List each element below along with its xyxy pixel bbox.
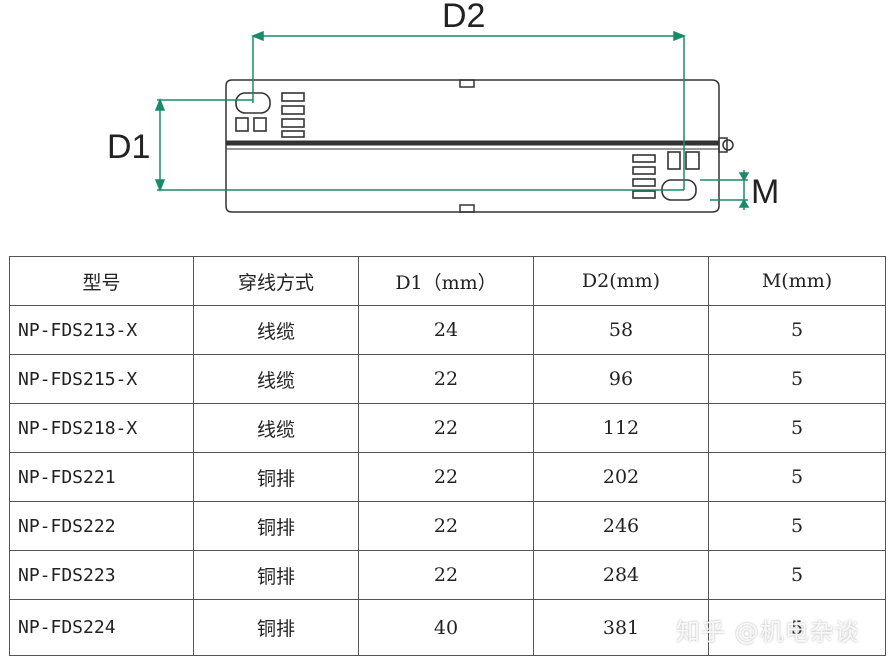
cell-d1: 24: [358, 305, 534, 355]
table-row: NP-FDS221 铜排 22 202 5: [9, 452, 886, 502]
header-wiring-method: 穿线方式: [193, 256, 359, 306]
cell-model: NP-FDS221: [9, 452, 194, 502]
cell-model: NP-FDS224: [9, 599, 194, 656]
spec-table: 型号 穿线方式 D1（mm） D2(mm) M(mm) NP-FDS213-X …: [9, 256, 886, 656]
cell-d2: 246: [533, 501, 709, 551]
cell-d1: 22: [358, 354, 534, 404]
cell-d1: 22: [358, 501, 534, 551]
m-label: M: [751, 173, 779, 211]
cell-m: 5: [708, 452, 886, 502]
cell-d1: 22: [358, 550, 534, 600]
cell-d2: 112: [533, 403, 709, 453]
watermark: 知乎 @机电杂谈: [676, 618, 860, 646]
cell-d2: 96: [533, 354, 709, 404]
cell-wiring-method: 线缆: [193, 354, 359, 404]
d1-label: D1: [107, 128, 150, 166]
header-model: 型号: [9, 256, 194, 306]
dimension-m: [700, 170, 750, 210]
cell-d2: 381: [533, 599, 709, 656]
d2-label: D2: [442, 0, 485, 35]
table-row: NP-FDS224 铜排 40 381 5: [9, 599, 886, 656]
table-row: NP-FDS215-X 线缆 22 96 5: [9, 354, 886, 404]
cell-m: 5: [708, 501, 886, 551]
cell-wiring-method: 铜排: [193, 452, 359, 502]
cell-m: 5: [708, 599, 886, 656]
cell-model: NP-FDS215-X: [9, 354, 194, 404]
table-row: NP-FDS223 铜排 22 284 5: [9, 550, 886, 600]
header-m: M(mm): [708, 256, 886, 306]
cell-model: NP-FDS218-X: [9, 403, 194, 453]
cell-d1: 40: [358, 599, 534, 656]
dimension-d1: [154, 97, 684, 193]
header-d2: D2(mm): [533, 256, 709, 306]
cell-wiring-method: 铜排: [193, 501, 359, 551]
cell-m: 5: [708, 550, 886, 600]
cell-m: 5: [708, 305, 886, 355]
cell-m: 5: [708, 354, 886, 404]
cell-wiring-method: 线缆: [193, 305, 359, 355]
device-body: [225, 79, 734, 213]
cell-wiring-method: 线缆: [193, 403, 359, 453]
product-dimension-drawing: D2 D1 M: [107, 0, 779, 213]
cell-wiring-method: 铜排: [193, 550, 359, 600]
cell-model: NP-FDS222: [9, 501, 194, 551]
table-row: NP-FDS218-X 线缆 22 112 5: [9, 403, 886, 453]
table-row: NP-FDS213-X 线缆 24 58 5: [9, 305, 886, 355]
cell-d1: 22: [358, 452, 534, 502]
cell-d2: 202: [533, 452, 709, 502]
cell-wiring-method: 铜排: [193, 599, 359, 656]
cell-d1: 22: [358, 403, 534, 453]
cell-model: NP-FDS213-X: [9, 305, 194, 355]
table-row: NP-FDS222 铜排 22 246 5: [9, 501, 886, 551]
cell-d2: 58: [533, 305, 709, 355]
cell-d2: 284: [533, 550, 709, 600]
header-d1: D1（mm）: [358, 256, 534, 306]
cell-m: 5: [708, 403, 886, 453]
dimension-d2: [250, 30, 687, 190]
table-header-row: 型号 穿线方式 D1（mm） D2(mm) M(mm): [9, 256, 886, 306]
right-terminal-openings: [632, 151, 700, 201]
cell-model: NP-FDS223: [9, 550, 194, 600]
